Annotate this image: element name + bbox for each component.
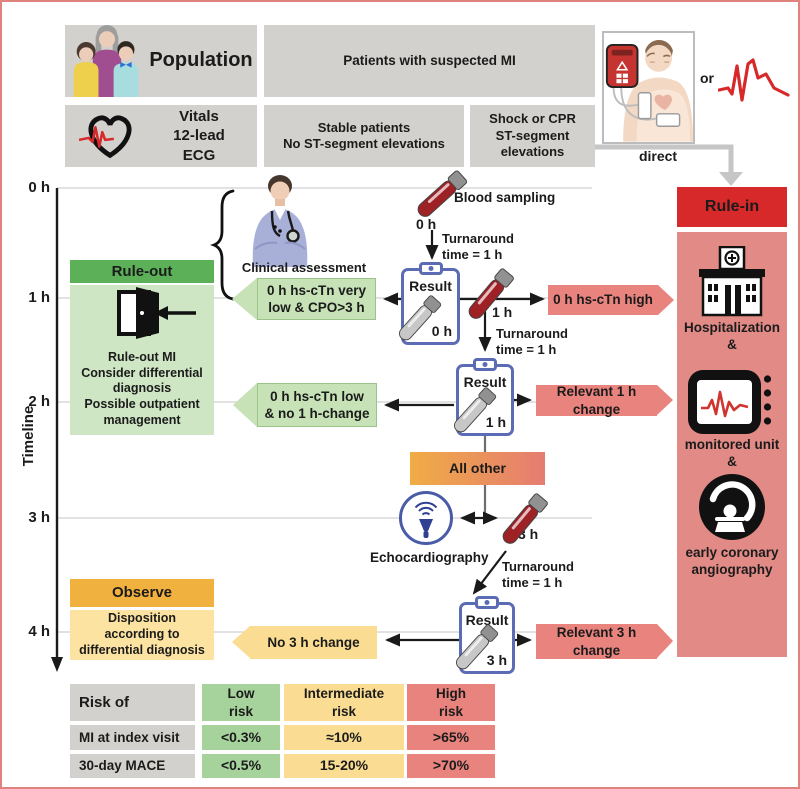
hs-ctn-high-box: 0 h hs-cTn high [548, 285, 658, 315]
gray-tube-icon [399, 295, 442, 341]
defibrillation-illustration [602, 31, 695, 144]
relevant-3h-pointer [657, 624, 673, 658]
vitals-box: Vitals 12-lead ECG [65, 105, 257, 167]
result-time-0h: 0 h [431, 323, 452, 339]
low-nochange-box: 0 h hs-cTn low & no 1 h-change [257, 383, 377, 427]
direct-label: direct [638, 148, 678, 164]
tick-1h: 1 h [28, 289, 50, 306]
patients-box: Patients with suspected MI [264, 25, 595, 97]
risk-mi-intermediate: ≈10% [284, 725, 404, 750]
tube-3h-label: 3 h [518, 526, 539, 542]
risk-mace-low: <0.5% [202, 754, 280, 778]
blood-tube-1h-icon [468, 268, 514, 319]
people-icon [73, 25, 139, 97]
hospital-icon [699, 246, 765, 317]
observe-header: Observe [70, 579, 214, 607]
exit-door-icon [117, 287, 196, 339]
angiography-label: early coronary angiography [685, 545, 779, 577]
gray-tube-icon [456, 624, 499, 670]
turnaround-label-2: Turnaround time = 1 h [496, 326, 568, 358]
relevant-3h-box: Relevant 3 h change [536, 624, 657, 659]
blood-tube-0h-icon [417, 170, 468, 217]
turnaround-label-1: Turnaround time = 1 h [442, 231, 514, 263]
heart-ecg-icon [79, 115, 132, 159]
brace-clinical-assessment [210, 189, 235, 301]
echocardiography-icon [399, 491, 453, 545]
result-time-3h: 3 h [486, 652, 507, 668]
risk-row-mace-label: 30-day MACE [70, 754, 195, 778]
clipboard-clip [418, 262, 443, 275]
angiography-icon [699, 474, 765, 540]
relevant-1h-box: Relevant 1 h change [536, 384, 657, 417]
clinical-assessment-label: Clinical assessment [241, 260, 367, 275]
risk-col-intermediate: Intermediate risk [284, 684, 404, 721]
blood-time-label: 0 h [416, 216, 437, 232]
blood-tube-3h-icon [502, 493, 548, 544]
no-3h-pointer [232, 626, 250, 658]
result-label: Result [409, 278, 452, 294]
observe-body: Disposition according to differential di… [70, 610, 214, 660]
monitored-unit-label: monitored unit & [684, 437, 780, 469]
ultrasound-probe-icon [414, 501, 438, 538]
relevant-1h-pointer [657, 385, 673, 415]
very-low-pointer [232, 278, 257, 320]
low-nochange-pointer [233, 383, 257, 427]
tube-1h-label: 1 h [492, 304, 513, 320]
timeline-axis [51, 188, 63, 672]
ecg-trace-icon [718, 58, 790, 102]
result-label: Result [463, 374, 507, 390]
shock-cpr-box: Shock or CPR ST-segment elevations [470, 105, 595, 167]
monitor-icon [688, 370, 772, 434]
very-low-box: 0 h hs-cTn very low & CPO>3 h [257, 278, 376, 320]
result-time-1h: 1 h [485, 414, 506, 430]
tick-2h: 2 h [28, 393, 50, 410]
result-clipboard-1h: Result 1 h [456, 358, 514, 436]
blood-sampling-label: Blood sampling [454, 190, 556, 205]
population-label: Population [149, 49, 253, 72]
hs-ctn-high-pointer [658, 285, 674, 315]
hospitalization-label: Hospitalization & [683, 320, 780, 352]
clinician-icon [252, 175, 308, 267]
rule-out-text: Rule-out MI Consider differential diagno… [81, 350, 203, 427]
risk-col-high: High risk [407, 684, 495, 721]
rule-out-header: Rule-out [70, 260, 214, 283]
tick-4h: 4 h [28, 623, 50, 640]
risk-table-corner: Risk of [70, 684, 195, 721]
tick-3h: 3 h [28, 509, 50, 526]
result-label: Result [465, 612, 509, 628]
population-box: Population [65, 25, 257, 97]
risk-mace-intermediate: 15-20% [284, 754, 404, 778]
vitals-label: Vitals 12-lead ECG [173, 108, 225, 164]
echocardiography-label: Echocardiography [370, 550, 489, 565]
risk-mi-high: >65% [407, 725, 495, 750]
risk-col-low: Low risk [202, 684, 280, 721]
no-3h-change-box: No 3 h change [250, 626, 377, 659]
risk-mi-low: <0.3% [202, 725, 280, 750]
tick-0h: 0 h [28, 179, 50, 196]
clipboard-clip [475, 596, 499, 609]
direct-arrow [595, 144, 743, 186]
or-label: or [700, 70, 714, 86]
stable-patients-box: Stable patients No ST-segment elevations [264, 105, 464, 167]
clipboard-clip [473, 358, 497, 371]
risk-mace-high: >70% [407, 754, 495, 778]
risk-row-mi-label: MI at index visit [70, 725, 195, 750]
all-other-box: All other [410, 452, 545, 485]
turnaround-label-3: Turnaround time = 1 h [502, 559, 574, 591]
gray-tube-icon [454, 387, 497, 433]
rule-in-header: Rule-in [677, 187, 787, 227]
patient-defibrillator-icon [605, 39, 693, 142]
